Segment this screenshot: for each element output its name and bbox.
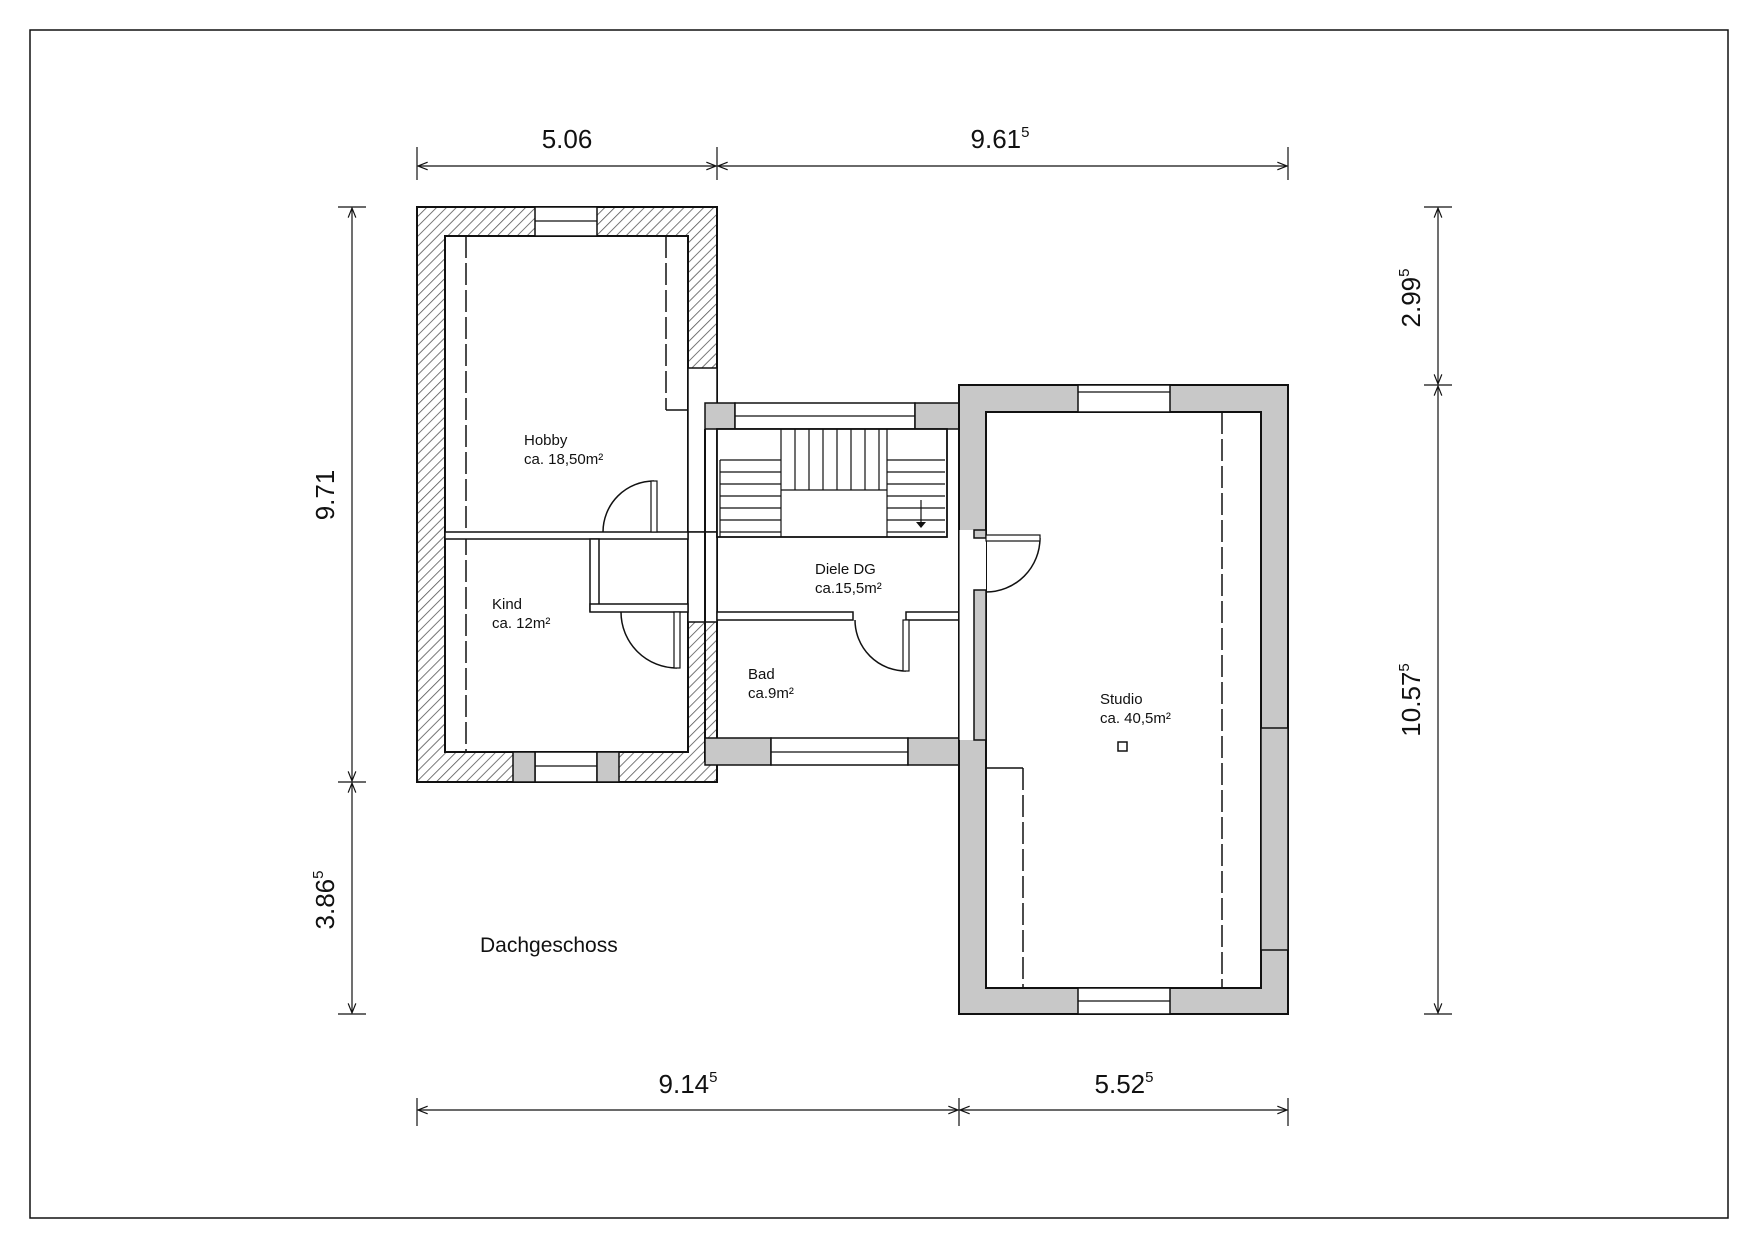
left-wing	[416, 206, 718, 783]
room-kind-name: Kind	[492, 596, 522, 613]
dim-left-lower: 3.865	[310, 871, 340, 930]
dim-bottom-left: 9.145	[659, 1069, 718, 1099]
central-block	[704, 402, 975, 766]
dimension-labels: 5.06 9.615 9.145 5.525 9.71 3.865 2.995 …	[310, 124, 1426, 1099]
stair-enclosure	[716, 428, 948, 538]
room-diele-area: ca.15,5m²	[815, 580, 882, 597]
partition-hobby-kind	[444, 531, 689, 540]
dim-right-lower: 10.575	[1396, 663, 1426, 736]
chimney-marker	[1117, 741, 1128, 752]
stair-direction-arrow	[916, 522, 926, 528]
room-hobby-name: Hobby	[524, 432, 568, 449]
window-studio-top	[1077, 384, 1171, 413]
door-hobby	[602, 480, 655, 533]
room-hobby-area: ca. 18,50m²	[524, 451, 603, 468]
dim-top-right: 9.615	[971, 124, 1030, 154]
dim-bottom-right: 5.525	[1095, 1069, 1154, 1099]
dim-right-upper: 2.995	[1396, 269, 1426, 328]
page-frame	[29, 29, 1729, 1219]
window-kind-bottom	[534, 751, 598, 783]
room-bad-area: ca.9m²	[748, 685, 794, 702]
room-labels: Hobby ca. 18,50m² Kind ca. 12m² Diele DG…	[480, 432, 1171, 957]
stair-treads	[719, 429, 945, 537]
dim-top-left: 5.06	[542, 124, 593, 154]
left-wing-wall	[416, 206, 718, 783]
room-studio-name: Studio	[1100, 691, 1143, 708]
room-diele-name: Diele DG	[815, 561, 876, 578]
dimension-lines	[338, 147, 1452, 1126]
partition-diele-bad	[716, 611, 854, 621]
room-kind-area: ca. 12m²	[492, 615, 550, 632]
door-kind	[620, 611, 678, 669]
door-bad	[854, 619, 907, 672]
dim-left-upper: 9.71	[310, 470, 340, 521]
studio-wing	[958, 384, 1289, 1015]
door-studio	[985, 537, 1041, 593]
room-bad-name: Bad	[748, 666, 775, 683]
plan-title: Dachgeschoss	[480, 934, 618, 957]
room-studio-area: ca. 40,5m²	[1100, 710, 1171, 727]
